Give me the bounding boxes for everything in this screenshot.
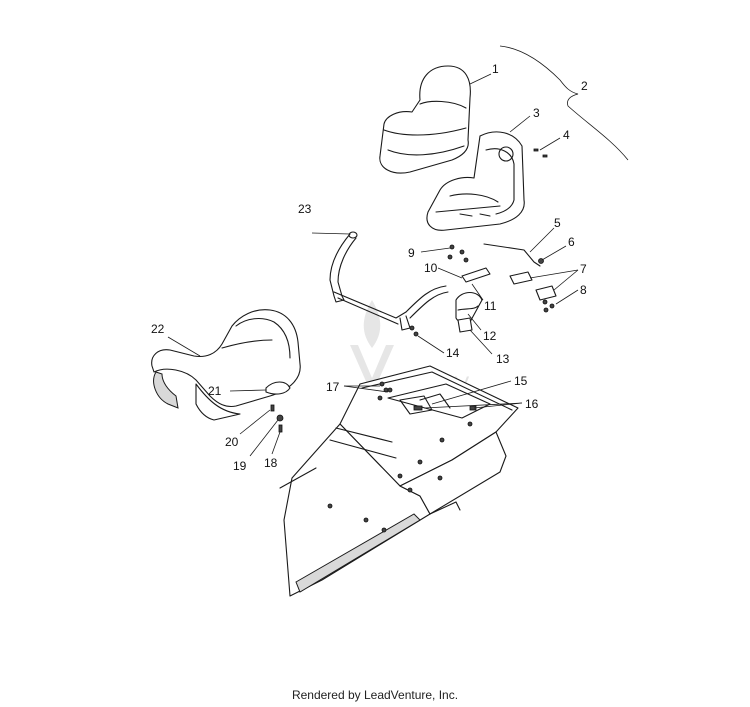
callout-7: 7: [580, 262, 587, 276]
bolts-9: [447, 244, 469, 263]
leader-lines: [167, 73, 579, 457]
callout-4: 4: [563, 128, 570, 142]
callout-23: 23: [298, 202, 312, 216]
callout-19: 19: [233, 459, 247, 473]
cable-part: [483, 243, 541, 267]
bolts-14: [409, 325, 419, 337]
plug-part: [457, 317, 473, 333]
callout-12: 12: [483, 329, 497, 343]
callout-5: 5: [554, 216, 561, 230]
callout-2: 2: [581, 79, 588, 93]
callout-22: 22: [151, 322, 165, 336]
callout-11: 11: [484, 299, 497, 313]
bolts-8: [542, 299, 555, 313]
grab-handle-part: [329, 231, 449, 331]
callout-8: 8: [580, 283, 587, 297]
callout-9: 9: [408, 246, 415, 260]
callout-20: 20: [225, 435, 239, 449]
seat-assembly-part: [151, 309, 301, 421]
tunnel-hardware: [379, 381, 477, 411]
callout-13: 13: [496, 352, 510, 366]
callout-3: 3: [533, 106, 540, 120]
callout-1: 1: [492, 62, 499, 76]
seat-base-part: [426, 131, 525, 231]
callout-21: 21: [208, 384, 222, 398]
callout-labels: 1 2 3 4 5 6 7 8 9 10 11 12 13 14 15 16 1…: [151, 62, 588, 473]
callout-10: 10: [424, 261, 438, 275]
callout-18: 18: [264, 456, 278, 470]
callout-14: 14: [446, 346, 460, 360]
decal-part: [265, 381, 291, 395]
callout-15: 15: [514, 374, 528, 388]
chassis-tunnel-part: [279, 365, 519, 597]
callout-16: 16: [525, 397, 539, 411]
screws-4: [533, 148, 548, 158]
grip-part: [461, 267, 491, 283]
latch-bracket-part: [509, 271, 557, 301]
seat-cushion-part: [379, 65, 471, 174]
fasteners-18-20: [270, 404, 284, 433]
callout-6: 6: [568, 235, 575, 249]
render-credit: Rendered by LeadVenture, Inc.: [291, 688, 459, 702]
callout-17: 17: [326, 380, 340, 394]
assembly-bracket: [499, 45, 629, 161]
